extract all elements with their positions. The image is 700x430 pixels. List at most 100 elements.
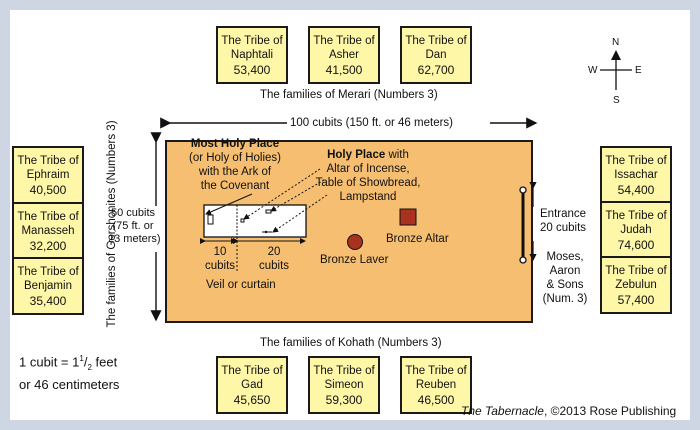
- tribe-population: 32,200: [29, 239, 67, 253]
- most-holy-line-3: with the Ark of: [198, 166, 272, 178]
- families-kohath-label: The families of Kohath (Numbers 3): [260, 337, 442, 349]
- tribe-population: 40,500: [29, 183, 67, 197]
- compass-north-arrow: [611, 50, 621, 60]
- tribe-box-manasseh: The Tribe of Manasseh 32,200: [12, 202, 84, 260]
- ten-line-1: 10: [213, 246, 227, 258]
- tribe-population: 53,400: [233, 63, 271, 77]
- cubit-fraction-denominator: 2: [87, 362, 92, 372]
- tribe-name: Judah: [620, 224, 652, 236]
- most-holy-line-4: the Covenant: [200, 180, 270, 192]
- cubit-note-line-2: or 46 centimeters: [19, 376, 120, 392]
- most-holy-title: Most Holy Place: [190, 138, 280, 150]
- twenty-line-1: 20: [267, 246, 281, 258]
- entrance-post-top: [519, 186, 527, 194]
- tribe-label: The Tribe of: [17, 211, 79, 223]
- compass-south-label: S: [613, 95, 620, 106]
- tribe-box-judah: The Tribe of Judah 74,600: [600, 201, 672, 259]
- tribe-label: The Tribe of: [221, 365, 283, 377]
- width-line-1: 50 cubits: [110, 207, 156, 219]
- holy-line-2: Altar of Incense,: [326, 163, 410, 175]
- compass-west-label: W: [588, 65, 598, 76]
- credit-line: The Tabernacle, ©2013 Rose Publishing: [461, 404, 676, 418]
- entrance-line-1: Entrance: [540, 208, 587, 220]
- tribe-name: Dan: [425, 49, 447, 61]
- moses-line-2: Aaron: [549, 265, 581, 277]
- altar-of-incense-icon: [240, 218, 245, 223]
- tribe-population: 41,500: [325, 63, 363, 77]
- moses-line-3: & Sons: [546, 279, 584, 291]
- tribe-label: The Tribe of: [313, 35, 375, 47]
- moses-line-1: Moses,: [546, 251, 584, 263]
- tribe-name: Issachar: [614, 169, 658, 181]
- holy-line-3: Table of Showbread,: [315, 177, 421, 189]
- cubit-fraction-numerator: 1: [79, 354, 84, 363]
- moses-line-4: (Num. 3): [542, 293, 588, 305]
- tribe-label: The Tribe of: [605, 210, 667, 222]
- diagram-lines: [150, 50, 632, 322]
- width-line-3: 23 meters): [108, 233, 161, 245]
- holy-line-4: Lampstand: [339, 191, 397, 203]
- tribe-name: Benjamin: [24, 280, 72, 292]
- tribe-box-zebulun: The Tribe of Zebulun 57,400: [600, 256, 672, 314]
- tribe-name: Gad: [241, 379, 263, 391]
- tribe-population: 59,300: [325, 393, 363, 407]
- entrance-post-bottom: [519, 256, 527, 264]
- tribe-name: Zebulun: [615, 279, 657, 291]
- tribe-box-gad: The Tribe of Gad 45,650: [216, 356, 288, 414]
- bronze-laver-label: Bronze Laver: [320, 254, 389, 266]
- tribe-box-reuben: The Tribe of Reuben 46,500: [400, 356, 472, 414]
- cubit-note-prefix: 1 cubit = 1: [19, 354, 80, 370]
- length-dimension-label: 100 cubits (150 ft. or 46 meters): [290, 117, 453, 129]
- tribe-label: The Tribe of: [17, 155, 79, 167]
- tribe-box-dan: The Tribe of Dan 62,700: [400, 26, 472, 84]
- tribe-population: 57,400: [617, 293, 655, 307]
- tribe-box-benjamin: The Tribe of Benjamin 35,400: [12, 257, 84, 315]
- families-merari-label: The families of Merari (Numbers 3): [260, 89, 438, 101]
- tribe-box-naphtali: The Tribe of Naphtali 53,400: [216, 26, 288, 84]
- credit-title: The Tabernacle: [461, 404, 544, 418]
- twenty-cubits-label: 20 cubits: [253, 245, 295, 273]
- tribe-population: 74,600: [617, 238, 655, 252]
- most-holy-leader: [205, 193, 253, 215]
- cubit-note-suffix: feet: [91, 354, 118, 370]
- holy-place-title: Holy Place: [327, 149, 386, 161]
- tribe-label: The Tribe of: [17, 266, 79, 278]
- tribe-name: Manasseh: [21, 225, 75, 237]
- credit-rest: , ©2013 Rose Publishing: [543, 404, 677, 418]
- tribe-name: Reuben: [415, 379, 457, 391]
- lampstand-leader: [272, 194, 328, 233]
- tribe-population: 54,400: [617, 183, 655, 197]
- tribe-name: Asher: [328, 49, 360, 61]
- compass-east-label: E: [635, 65, 642, 76]
- diagram-page: The Tribe of Naphtali 53,400 The Tribe o…: [10, 10, 690, 420]
- bronze-laver-icon: [347, 234, 363, 250]
- tribe-label: The Tribe of: [405, 365, 467, 377]
- tribe-label: The Tribe of: [313, 365, 375, 377]
- twenty-line-2: cubits: [258, 260, 290, 272]
- cubit-conversion-note: 1 cubit = 11/2 feet or 46 centimeters: [19, 354, 120, 392]
- bronze-altar-icon: [399, 208, 417, 226]
- holy-place-label: Holy Place with Altar of Incense, Table …: [310, 148, 426, 204]
- tribe-box-asher: The Tribe of Asher 41,500: [308, 26, 380, 84]
- tribe-box-issachar: The Tribe of Issachar 54,400: [600, 146, 672, 204]
- tribe-population: 35,400: [29, 294, 67, 308]
- tribe-name: Naphtali: [230, 49, 274, 61]
- ark-of-covenant-icon: [207, 214, 214, 225]
- holy-place-suffix: with: [385, 149, 409, 161]
- tribe-label: The Tribe of: [605, 155, 667, 167]
- ten-line-2: cubits: [204, 260, 236, 272]
- tribe-population: 62,700: [417, 63, 455, 77]
- tribe-box-simeon: The Tribe of Simeon 59,300: [308, 356, 380, 414]
- tribe-population: 45,650: [233, 393, 271, 407]
- width-line-2: (75 ft. or: [112, 220, 154, 232]
- tribe-population: 46,500: [417, 393, 455, 407]
- tribe-name: Simeon: [324, 379, 364, 391]
- bronze-altar-label: Bronze Altar: [386, 233, 449, 245]
- tabernacle-tent: [203, 204, 307, 238]
- most-holy-place-label: Most Holy Place (or Holy of Holies) with…: [180, 137, 290, 193]
- veil-label: Veil or curtain: [206, 279, 276, 291]
- moses-aaron-sons-label: Moses, Aaron & Sons (Num. 3): [538, 250, 592, 306]
- ten-cubits-label: 10 cubits: [199, 245, 241, 273]
- width-dimension-label: 50 cubits (75 ft. or 23 meters): [108, 207, 161, 246]
